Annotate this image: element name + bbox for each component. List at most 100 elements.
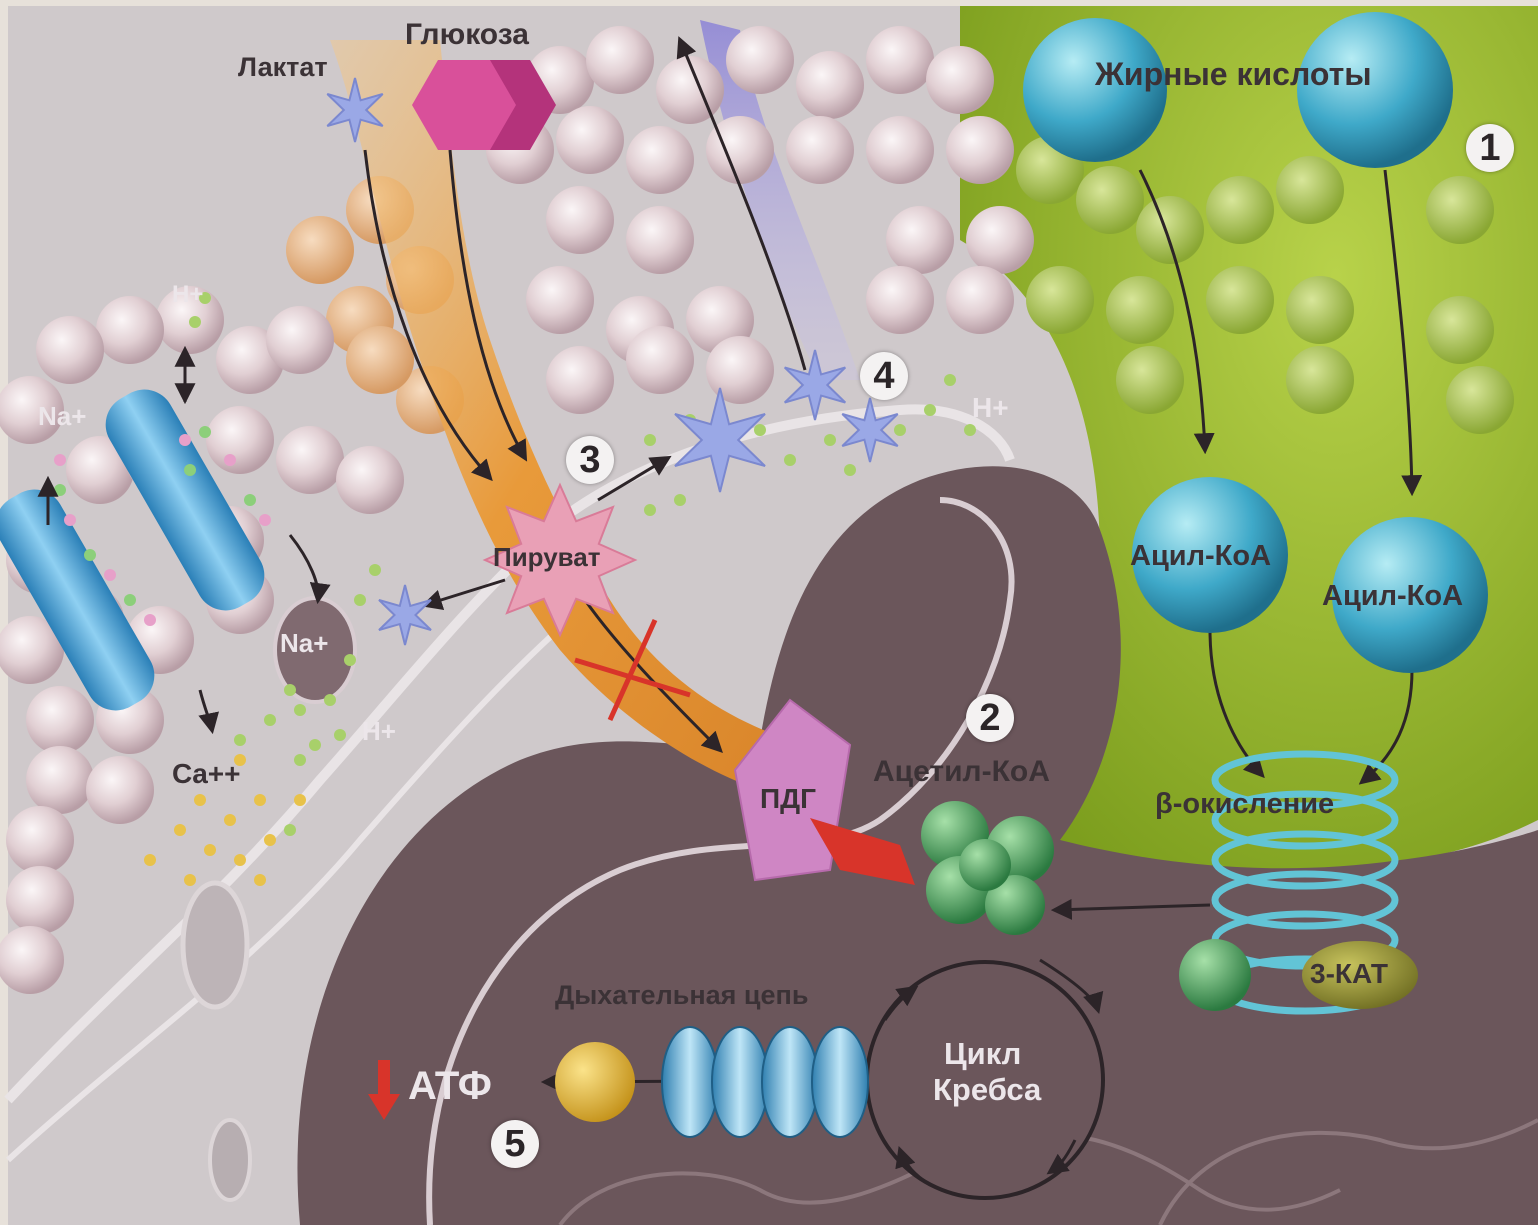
marker-1: 1 [1466, 124, 1514, 172]
atp-synthase-icon [555, 1042, 635, 1122]
lipid-head [626, 326, 694, 394]
lipid-head [1286, 276, 1354, 344]
label-h-plus-top: H+ [172, 283, 203, 307]
ion-dot [184, 464, 196, 476]
ion-dot [84, 549, 96, 561]
lipid-head [1206, 176, 1274, 244]
marker-5: 5 [491, 1120, 539, 1168]
ion-dot [294, 754, 306, 766]
lipid-head [946, 266, 1014, 334]
ion-dot [189, 316, 201, 328]
ion-dot [354, 594, 366, 606]
ion-dot [844, 464, 856, 476]
label-h-plus-bottom: H+ [362, 718, 396, 744]
ion-dot [104, 569, 116, 581]
lipid-head [346, 326, 414, 394]
lipid-head [1076, 166, 1144, 234]
label-acyl-coa-1: Ацил-КоА [1130, 542, 1271, 571]
ion-dot [644, 504, 656, 516]
lipid-head [546, 346, 614, 414]
ion-dot [264, 714, 276, 726]
lipid-head [866, 116, 934, 184]
ion-dot [784, 454, 796, 466]
lipid-head [1446, 366, 1514, 434]
label-lactate: Лактат [238, 54, 328, 81]
ion-dot [344, 654, 356, 666]
ion-dot [254, 874, 266, 886]
lipid-head [626, 206, 694, 274]
ion-dot [284, 684, 296, 696]
lipid-head [276, 426, 344, 494]
lipid-head [626, 126, 694, 194]
ion-dot [259, 514, 271, 526]
label-fatty-acids: Жирные кислоты [1095, 58, 1372, 90]
lipid-head [706, 336, 774, 404]
lipid-head [546, 186, 614, 254]
ion-dot [334, 729, 346, 741]
lipid-head [96, 296, 164, 364]
lipid-head [1276, 156, 1344, 224]
ion-dot [754, 424, 766, 436]
ion-dot [54, 454, 66, 466]
ion-dot [124, 594, 136, 606]
ion-dot [244, 494, 256, 506]
ion-dot [234, 854, 246, 866]
ion-dot [174, 824, 186, 836]
lipid-head [36, 316, 104, 384]
ion-dot [294, 704, 306, 716]
lipid-head [556, 106, 624, 174]
lipid-head [526, 266, 594, 334]
ion-dot [824, 434, 836, 446]
ion-dot [224, 454, 236, 466]
vesicle [183, 883, 247, 1007]
label-respiratory-chain: Дыхательная цепь [555, 982, 808, 1009]
label-krebs-line1: Цикл [944, 1038, 1021, 1069]
ion-dot [234, 734, 246, 746]
label-acyl-coa-2: Ацил-КоА [1322, 582, 1463, 611]
lipid-head [1206, 266, 1274, 334]
lipid-head [796, 51, 864, 119]
vesicle-2 [210, 1120, 250, 1200]
lipid-head [1116, 346, 1184, 414]
label-na-plus-exchanger: Na+ [280, 630, 328, 656]
lipid-head [966, 206, 1034, 274]
lipid-head [866, 266, 934, 334]
label-krebs-line2: Кребса [933, 1074, 1041, 1105]
ion-dot [64, 514, 76, 526]
ion-dot [54, 484, 66, 496]
ion-dot [254, 794, 266, 806]
lipid-head [1026, 266, 1094, 334]
lipid-head [336, 446, 404, 514]
label-h-plus-right: H+ [972, 394, 1009, 422]
ion-dot [924, 404, 936, 416]
label-atp: АТФ [408, 1066, 492, 1106]
ion-dot [184, 874, 196, 886]
lipid-head [26, 686, 94, 754]
ion-dot [674, 494, 686, 506]
ion-dot [224, 814, 236, 826]
label-na-plus: Na+ [38, 403, 86, 429]
label-pdh: ПДГ [760, 785, 816, 813]
lipid-head [946, 116, 1014, 184]
label-pyruvate: Пируват [493, 544, 601, 570]
marker-2: 2 [966, 694, 1014, 742]
ion-dot [144, 854, 156, 866]
lipid-head [6, 866, 74, 934]
acetyl-coa-product [1179, 939, 1251, 1011]
lipid-head [786, 116, 854, 184]
lipid-head [1426, 176, 1494, 244]
ion-dot [294, 794, 306, 806]
lipid-head [726, 26, 794, 94]
label-three-kat: 3-КАТ [1310, 960, 1388, 988]
label-beta-oxidation: β-окисление [1155, 790, 1334, 819]
lipid-head [26, 746, 94, 814]
ion-dot [944, 374, 956, 386]
lipid-head [6, 806, 74, 874]
ion-dot [199, 426, 211, 438]
ion-dot [309, 739, 321, 751]
lipid-head [1136, 196, 1204, 264]
label-ca-plus: Ca++ [172, 760, 241, 788]
ion-dot [644, 434, 656, 446]
